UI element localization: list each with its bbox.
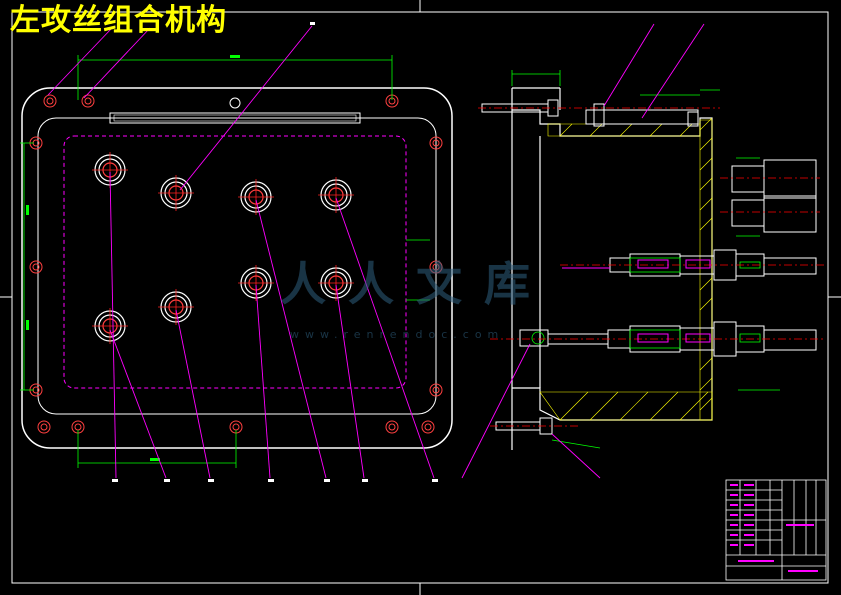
drawing-title: 左攻丝组合机构 xyxy=(10,3,227,38)
section-view xyxy=(461,23,826,479)
bolt-holes xyxy=(29,94,443,434)
spindle-centerlines xyxy=(92,152,354,344)
plate-inner xyxy=(37,117,437,415)
spindle-holes xyxy=(94,154,352,342)
title-block-fills xyxy=(730,484,818,572)
plate-view xyxy=(20,22,453,482)
plate-pocket xyxy=(63,135,407,389)
hatch-walls xyxy=(539,117,713,421)
balloon-marks xyxy=(112,22,438,482)
title-block xyxy=(725,479,827,581)
plate-dimensions xyxy=(20,55,430,468)
plate-leaders xyxy=(47,25,435,479)
plate-outer xyxy=(21,87,453,449)
plate-slot xyxy=(109,112,361,124)
